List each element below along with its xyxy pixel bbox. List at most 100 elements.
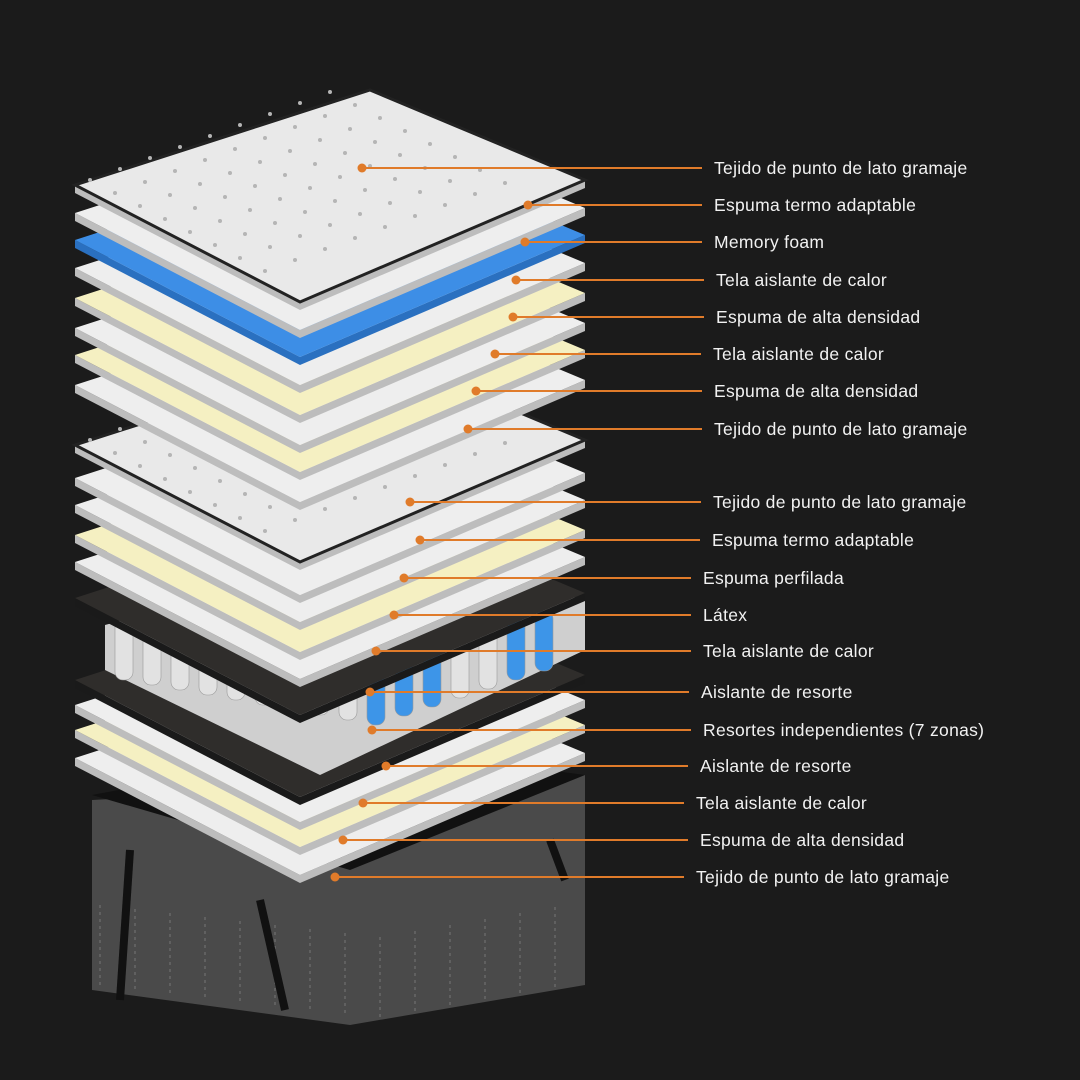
layer-edge	[300, 350, 585, 480]
quilt-tuft	[143, 180, 147, 184]
layer-label: Látex	[703, 605, 748, 625]
layer-edge	[300, 323, 585, 453]
layer-label: Tela aislante de calor	[713, 344, 885, 364]
quilt-tuft	[263, 529, 267, 533]
quilt-tuft	[398, 153, 402, 157]
layer-edge	[300, 235, 585, 365]
handle-strap	[256, 899, 289, 1011]
quilt-tuft	[473, 452, 477, 456]
quilt-tuft	[228, 171, 232, 175]
quilt-tuft	[333, 199, 337, 203]
layer-edge	[75, 328, 300, 453]
quilt-tuft	[118, 427, 122, 431]
quilt-tuft	[88, 438, 92, 442]
layer-label: Espuma perfilada	[703, 568, 844, 588]
quilt-tuft	[503, 181, 507, 185]
quilt-tuft	[388, 201, 392, 205]
layer-edge	[300, 440, 585, 570]
quilt-tuft	[163, 477, 167, 481]
layer-edge	[75, 730, 300, 855]
leader-dot	[330, 872, 340, 882]
quilt-tuft	[268, 112, 272, 116]
quilt-tuft	[198, 182, 202, 186]
quilt-tuft	[313, 162, 317, 166]
quilt-tuft	[233, 147, 237, 151]
quilt-tuft	[413, 214, 417, 218]
quilt-tuft	[238, 123, 242, 127]
quilt-tuft	[223, 195, 227, 199]
quilt-tuft	[298, 101, 302, 105]
quilt-tuft	[238, 256, 242, 260]
leader-dot	[338, 835, 348, 845]
quilt-tuft	[268, 245, 272, 249]
quilt-tuft	[168, 453, 172, 457]
layer-edge	[75, 705, 300, 830]
layer-label: Tejido de punto de lato gramaje	[713, 492, 967, 512]
layer-edge	[75, 598, 300, 723]
quilt-tuft	[243, 232, 247, 236]
quilt-tuft	[138, 464, 142, 468]
quilt-tuft	[323, 247, 327, 251]
quilt-tuft	[293, 125, 297, 129]
quilt-tuft	[113, 451, 117, 455]
layer-edge	[300, 753, 585, 883]
quilt-tuft	[328, 223, 332, 227]
quilt-tuft	[363, 188, 367, 192]
quilt-tuft	[148, 156, 152, 160]
layer-label: Aislante de resorte	[701, 682, 853, 702]
layer-edge	[75, 680, 300, 805]
layer-edge	[75, 355, 300, 480]
layer-quilted	[71, 88, 589, 310]
layer-label: Tejido de punto de lato gramaje	[696, 867, 950, 887]
quilt-tuft	[193, 206, 197, 210]
quilt-tuft	[323, 114, 327, 118]
quilt-tuft	[218, 219, 222, 223]
layer-surface	[71, 88, 589, 304]
quilt-tuft	[258, 160, 262, 164]
quilt-tuft	[288, 149, 292, 153]
layer-label: Tejido de punto de lato gramaje	[714, 419, 968, 439]
quilt-tuft	[253, 184, 257, 188]
quilt-tuft	[303, 210, 307, 214]
quilt-tuft	[413, 474, 417, 478]
layer-edge	[75, 445, 300, 570]
leader-dot	[381, 761, 391, 771]
quilt-tuft	[453, 155, 457, 159]
quilt-tuft	[163, 217, 167, 221]
quilt-tuft	[418, 190, 422, 194]
quilt-tuft	[328, 90, 332, 94]
quilt-tuft	[338, 175, 342, 179]
quilt-tuft	[348, 127, 352, 131]
leader-dot	[415, 535, 425, 545]
quilt-tuft	[353, 103, 357, 107]
quilt-tuft	[268, 505, 272, 509]
quilt-tuft	[358, 212, 362, 216]
quilt-tuft	[283, 173, 287, 177]
layer-label: Espuma termo adaptable	[712, 530, 915, 550]
quilt-tuft	[293, 518, 297, 522]
layer-edge	[300, 380, 585, 510]
leader-dot	[490, 349, 500, 359]
layer-edge	[75, 562, 300, 687]
quilt-tuft	[248, 208, 252, 212]
layer-edge	[75, 535, 300, 660]
layer-edge	[300, 208, 585, 338]
layer-label: Aislante de resorte	[700, 756, 852, 776]
leader-dot	[463, 424, 473, 434]
quilt-tuft	[273, 221, 277, 225]
quilt-tuft	[238, 516, 242, 520]
layer-edge	[300, 500, 585, 630]
layer-edge	[75, 240, 300, 365]
layer-label: Espuma de alta densidad	[700, 830, 905, 850]
layer-label: Resortes independientes (7 zonas)	[703, 720, 985, 740]
layer-edge	[300, 293, 585, 423]
quilt-tuft	[188, 490, 192, 494]
layer-label: Tela aislante de calor	[696, 793, 868, 813]
leader-dot	[471, 386, 481, 396]
quilt-tuft	[473, 192, 477, 196]
layer-label: Memory foam	[714, 232, 825, 252]
quilt-tuft	[353, 496, 357, 500]
layer-edge	[300, 473, 585, 603]
quilt-tuft	[213, 243, 217, 247]
